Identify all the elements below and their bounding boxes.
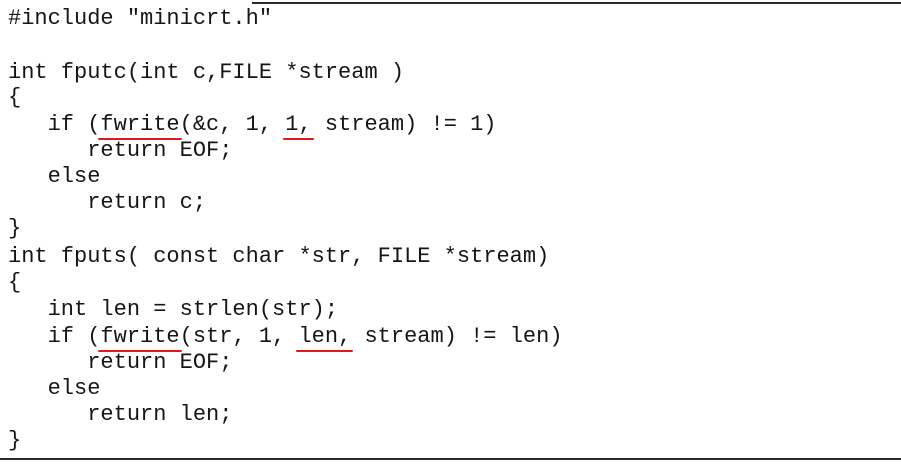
code-token: stream) != len): [351, 324, 563, 349]
underlined-token: 1,: [285, 112, 312, 137]
code-line-brace-close-2: }: [8, 428, 21, 454]
code-token: if (: [8, 112, 101, 137]
code-token: else: [8, 376, 101, 401]
code-line-fputc-sig: int fputc(int c,FILE *stream ): [8, 60, 404, 86]
code-line-include: #include "minicrt.h": [8, 6, 272, 32]
code-token: else: [8, 164, 101, 189]
code-line-brace-open-2: {: [8, 270, 21, 296]
code-line-fputs-len: int len = strlen(str);: [8, 297, 338, 323]
code-token: (str, 1,: [179, 324, 299, 349]
code-line-fputs-if: if (fwrite(str, 1, len, stream) != len): [8, 324, 563, 350]
code-line-fputs-else: else: [8, 376, 101, 402]
code-line-fputc-return-eof: return EOF;: [8, 138, 232, 164]
bottom-rule: [0, 458, 901, 460]
code-token: #include "minicrt.h": [8, 6, 273, 31]
code-token: return len;: [8, 402, 233, 427]
code-token: return c;: [8, 190, 207, 215]
code-token: int fputs( const char *str, FILE *stream…: [8, 244, 550, 269]
code-token: {: [8, 270, 22, 295]
underlined-token: fwrite: [100, 112, 180, 137]
code-token: int len = strlen(str);: [8, 297, 339, 322]
code-line-brace-close-1: }: [8, 216, 21, 242]
code-token: if (: [8, 324, 101, 349]
code-line-fputc-return-c: return c;: [8, 190, 206, 216]
code-line-brace-open-1: {: [8, 85, 21, 111]
code-token: {: [8, 85, 22, 110]
code-token: (&c, 1,: [179, 112, 286, 137]
code-line-fputc-else: else: [8, 164, 101, 190]
code-token: }: [8, 216, 22, 241]
code-line-fputs-return-eof: return EOF;: [8, 350, 232, 376]
code-listing: #include "minicrt.h" int fputc(int c,FILE…: [8, 0, 893, 458]
code-token: return EOF;: [8, 350, 233, 375]
code-token: return EOF;: [8, 138, 233, 163]
top-rule: [252, 2, 901, 4]
code-token: stream) != 1): [311, 112, 497, 137]
underlined-token: fwrite: [100, 324, 180, 349]
code-line-fputc-if: if (fwrite(&c, 1, 1, stream) != 1): [8, 112, 497, 138]
code-line-fputs-sig: int fputs( const char *str, FILE *stream…: [8, 244, 549, 270]
code-token: }: [8, 428, 22, 453]
code-token: int fputc(int c,FILE *stream ): [8, 60, 405, 85]
underlined-token: len,: [298, 324, 352, 349]
code-line-fputs-return-len: return len;: [8, 402, 232, 428]
